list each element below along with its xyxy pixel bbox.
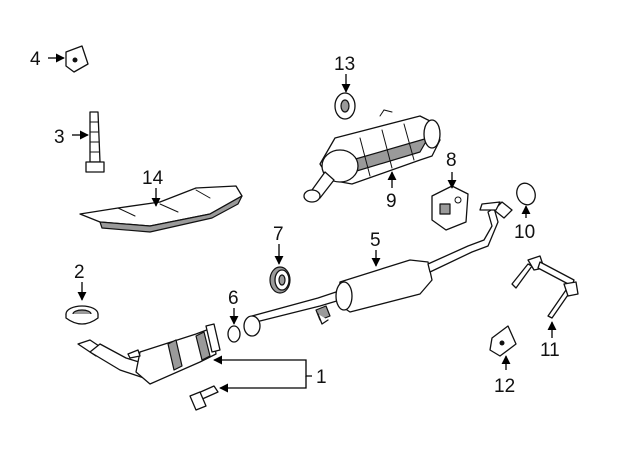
callout-5: 5: [370, 230, 381, 251]
part-6-gasket: [227, 325, 241, 343]
callout-3: 3: [54, 127, 65, 148]
part-8-hanger: [431, 185, 469, 231]
part-10-gasket: [516, 182, 536, 206]
callout-9: 9: [386, 191, 397, 212]
part-14-heat-shield: [79, 185, 243, 233]
part-9-muffler: [303, 109, 441, 203]
callout-14: 14: [142, 168, 164, 189]
callout-13: 13: [334, 54, 355, 75]
part-3-bolt: [85, 111, 105, 173]
callout-10: 10: [514, 222, 535, 243]
part-5-center-pipe: [243, 201, 513, 337]
callout-7: 7: [273, 224, 284, 245]
callout-4: 4: [30, 49, 41, 70]
callout-labels: 4 3 2 14 13 9 8 10 5 7 6 1 11 12: [30, 49, 560, 397]
part-7-grommet: [269, 266, 291, 294]
callout-2: 2: [74, 262, 85, 283]
callout-11: 11: [540, 340, 560, 361]
part-1-bolt: [189, 385, 219, 411]
leader-lines: [48, 53, 557, 393]
part-1-catalytic-converter: [77, 323, 221, 385]
part-11-bolts: [511, 255, 579, 319]
part-12-clip: [489, 325, 517, 357]
callout-8: 8: [446, 150, 457, 171]
callout-12: 12: [494, 376, 515, 397]
part-4-clip: [65, 45, 89, 73]
callout-6: 6: [228, 288, 239, 309]
part-2-gasket: [65, 305, 99, 325]
part-13-grommet: [334, 92, 356, 120]
callout-1: 1: [316, 367, 327, 388]
